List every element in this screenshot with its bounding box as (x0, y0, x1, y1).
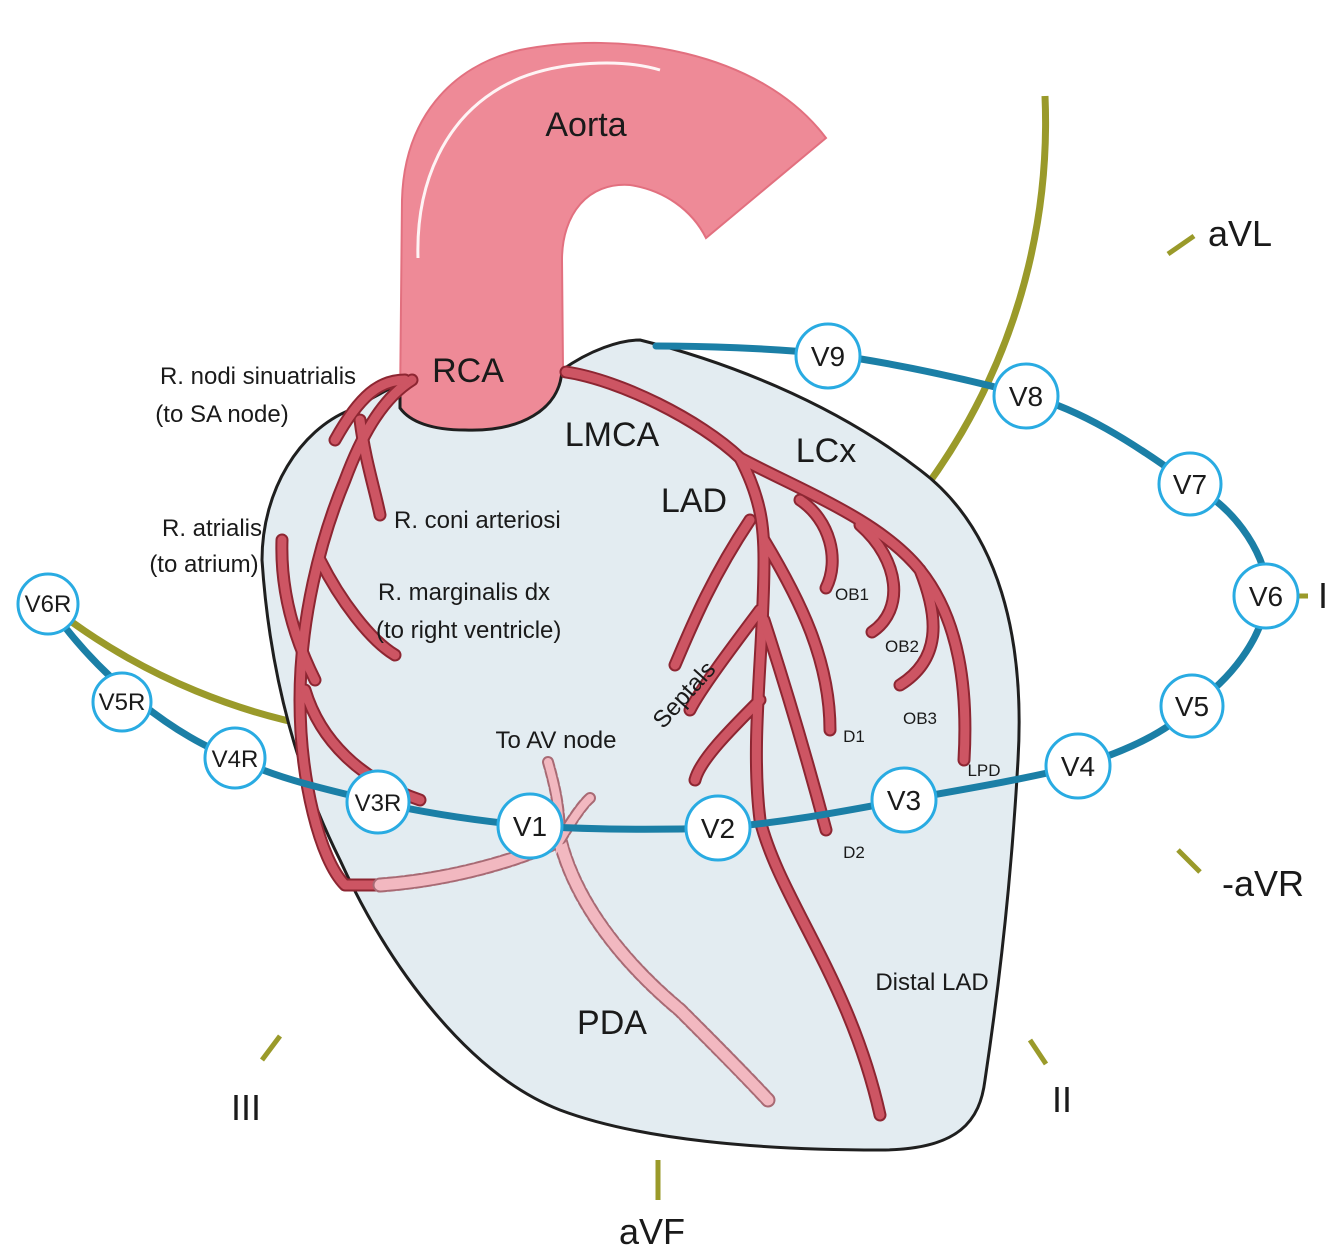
label-d1: D1 (843, 727, 865, 746)
svg-text:V7: V7 (1173, 469, 1207, 500)
label-coni: R. coni arteriosi (394, 507, 561, 534)
electrode-v4: V4 (1046, 734, 1110, 798)
lead-avl: aVL (1208, 213, 1272, 254)
label-d2: D2 (843, 843, 865, 862)
tick-avl (1168, 236, 1194, 254)
electrode-v3r: V3R (347, 771, 409, 833)
tick-ii (1030, 1040, 1046, 1064)
label-atrialis-1: R. atrialis (162, 515, 262, 542)
svg-text:V4R: V4R (212, 746, 259, 773)
lead-ii: II (1052, 1079, 1072, 1120)
svg-text:V6: V6 (1249, 581, 1283, 612)
svg-text:V9: V9 (811, 341, 845, 372)
label-sa-node-2: (to SA node) (155, 401, 288, 428)
electrode-v6r: V6R (18, 574, 78, 634)
svg-text:V8: V8 (1009, 381, 1043, 412)
label-lcx: LCx (796, 432, 856, 470)
lead-avf: aVF (619, 1211, 685, 1252)
svg-text:V5: V5 (1175, 691, 1209, 722)
electrode-v8: V8 (994, 364, 1058, 428)
svg-text:V6R: V6R (25, 591, 72, 618)
svg-text:V1: V1 (513, 811, 547, 842)
electrode-v9: V9 (796, 324, 860, 388)
electrode-v6: V6 (1234, 564, 1298, 628)
svg-text:V2: V2 (701, 813, 735, 844)
label-av-node: To AV node (496, 727, 617, 754)
electrode-v1: V1 (498, 794, 562, 858)
label-rca: RCA (432, 352, 504, 390)
label-lad: LAD (661, 482, 727, 520)
label-ob3: OB3 (903, 709, 937, 728)
label-sa-node-1: R. nodi sinuatrialis (160, 363, 356, 390)
electrode-v5: V5 (1161, 675, 1223, 737)
lead-iii: III (231, 1087, 261, 1128)
label-marginalis-2: (to right ventricle) (376, 617, 561, 644)
lead-i: I (1318, 575, 1328, 616)
label-lmca: LMCA (565, 416, 660, 454)
svg-text:V3R: V3R (355, 790, 402, 817)
lead-neg-avr: -aVR (1222, 863, 1304, 904)
label-lpd: LPD (967, 761, 1000, 780)
tick-iii (262, 1036, 280, 1060)
svg-text:V3: V3 (887, 785, 921, 816)
label-ob1: OB1 (835, 585, 869, 604)
label-marginalis-1: R. marginalis dx (378, 579, 550, 606)
label-distal-lad: Distal LAD (875, 969, 988, 996)
electrode-v2: V2 (686, 796, 750, 860)
svg-text:V5R: V5R (99, 689, 146, 716)
svg-text:V4: V4 (1061, 751, 1095, 782)
label-ob2: OB2 (885, 637, 919, 656)
label-pda: PDA (577, 1004, 647, 1042)
label-aorta: Aorta (545, 106, 626, 144)
label-atrialis-2: (to atrium) (149, 551, 258, 578)
electrode-v3: V3 (872, 768, 936, 832)
electrode-v5r: V5R (93, 673, 151, 731)
tick-neg-avr (1178, 850, 1200, 872)
electrode-v4r: V4R (205, 728, 265, 788)
electrode-v7: V7 (1159, 453, 1221, 515)
